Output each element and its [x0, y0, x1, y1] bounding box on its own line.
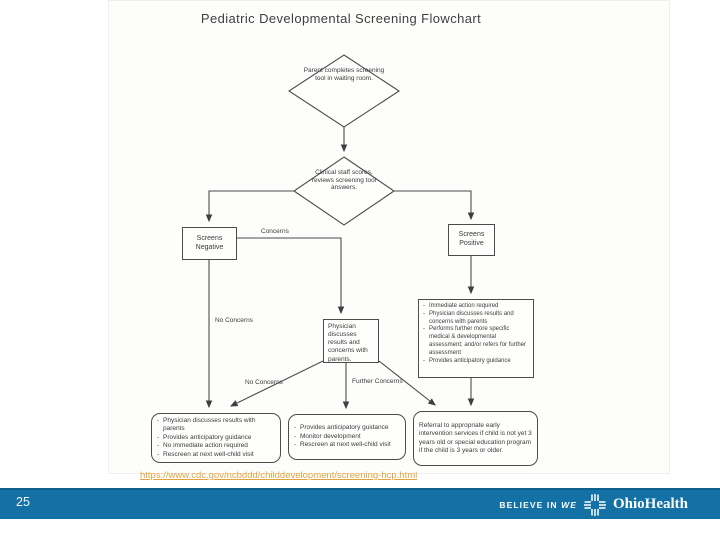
- positive-action-item: Provides anticipatory guidance: [423, 358, 529, 366]
- box-screens-negative: Screens Negative: [182, 227, 237, 260]
- edge-label-no-concerns-mid: No Concerns: [245, 379, 283, 386]
- diamond-clinical-staff: Clinical staff scores, reviews screening…: [311, 169, 377, 192]
- positive-action-item: Immediate action required: [423, 303, 529, 311]
- diamond-clinical-shape: [293, 156, 395, 226]
- outcome-item: No immediate action required: [157, 442, 275, 451]
- ohiohealth-cross-icon: [583, 493, 606, 516]
- diamond-parent-screening: Parent completes screening tool in waiti…: [303, 67, 385, 82]
- slide-page-number: 25: [16, 495, 30, 509]
- diamond-parent-shape: [287, 54, 401, 128]
- footer-bar: 25 BELIEVE IN WE OhioHealth: [0, 488, 720, 519]
- flowchart-title: Pediatric Developmental Screening Flowch…: [200, 11, 482, 26]
- brand-name: OhioHealth: [612, 496, 688, 512]
- box-positive-actions: Immediate action required Physician disc…: [418, 299, 534, 378]
- edge-label-no-concerns-left: No Concerns: [215, 317, 253, 324]
- cdc-source-link[interactable]: https://www.cdc.gov/ncbddd/childdevelopm…: [140, 470, 418, 481]
- brand-tagline: BELIEVE IN WE: [499, 500, 577, 510]
- tagline-believe-in: BELIEVE IN: [499, 499, 558, 510]
- outcome-item: Rescreen at next well-child visit: [157, 451, 275, 460]
- box-screens-positive: Screens Positive: [448, 224, 495, 256]
- box-outcome-referral: Referral to appropriate early interventi…: [413, 411, 538, 466]
- flowchart-scan-image: Pediatric Developmental Screening Flowch…: [108, 0, 670, 474]
- brand-cluster: BELIEVE IN WE OhioHealth: [499, 490, 688, 519]
- positive-action-item: Performs further more specific medical &…: [423, 326, 529, 357]
- tagline-we: WE: [561, 499, 577, 510]
- outcome-item: Rescreen at next well-child visit: [294, 441, 400, 450]
- outcome-item: Provides anticipatory guidance: [294, 424, 400, 433]
- outcome-item: Physician discusses results with parents: [157, 417, 275, 434]
- outcome-item: Monitor development: [294, 433, 400, 442]
- flowchart-connectors: [205, 54, 475, 410]
- edge-label-concerns: Concerns: [261, 228, 289, 235]
- box-physician-discusses: Physician discusses results and concerns…: [323, 319, 379, 363]
- box-outcome-negative: Physician discusses results with parents…: [151, 413, 281, 463]
- positive-action-item: Physician discusses results and concerns…: [423, 311, 529, 327]
- edge-label-further-concerns: Further Concerns: [352, 378, 403, 385]
- box-outcome-monitor: Provides anticipatory guidance Monitor d…: [288, 414, 406, 460]
- outcome-item: Provides anticipatory guidance: [157, 434, 275, 443]
